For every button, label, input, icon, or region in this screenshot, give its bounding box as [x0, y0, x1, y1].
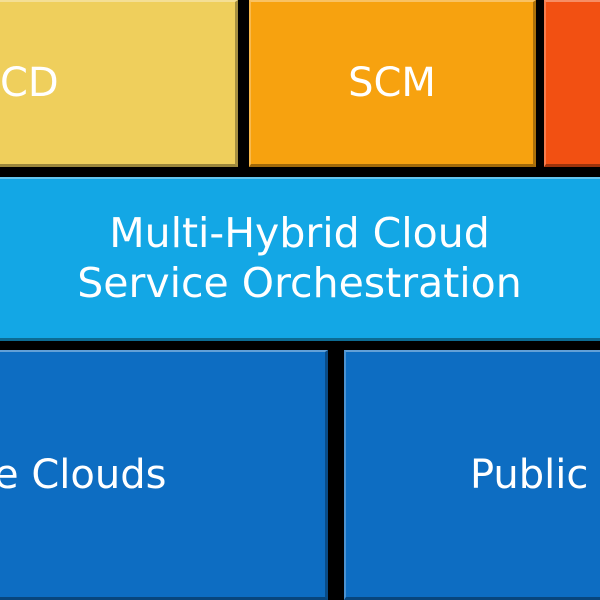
cd-block: CD — [0, 0, 238, 167]
orchestration-text: Multi-Hybrid Cloud Service Orchestration — [77, 209, 522, 307]
orange-red-block — [544, 0, 600, 167]
scm-block: SCM — [249, 0, 536, 167]
private-clouds-label: e Clouds — [0, 451, 167, 498]
orchestration-line-1: Multi-Hybrid Cloud — [109, 209, 490, 258]
scm-label: SCM — [348, 60, 436, 106]
public-clouds-block: Public — [344, 350, 600, 600]
public-clouds-label: Public — [470, 451, 589, 498]
private-clouds-block: e Clouds — [0, 350, 328, 600]
cd-label: CD — [0, 60, 59, 106]
orchestration-line-2: Service Orchestration — [77, 258, 522, 307]
orchestration-block: Multi-Hybrid Cloud Service Orchestration — [0, 177, 600, 341]
